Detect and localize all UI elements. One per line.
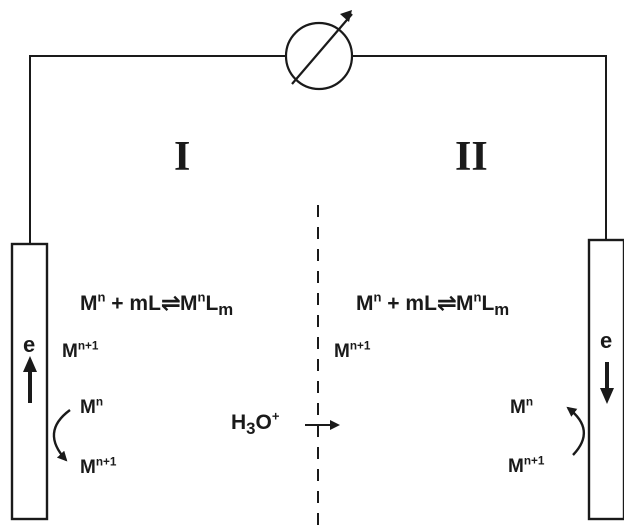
left-species-reduced: Mn	[80, 395, 104, 418]
right-redox-curved-arrow	[566, 406, 585, 456]
left-electron-up-arrow	[23, 356, 37, 403]
left-species-oxidized-top: Mn+1	[62, 339, 99, 362]
right-electron-label: e	[600, 328, 613, 353]
left-electrode	[10, 242, 49, 521]
compartment-label-left: I	[174, 134, 191, 180]
right-electron-down-arrow	[600, 362, 614, 404]
left-species-oxidized-bottom: Mn+1	[80, 455, 117, 478]
left-complexation-equilibrium: Mn + mL⇌MnLm	[80, 289, 234, 320]
circuit-wire	[29, 55, 607, 244]
right-species-oxidized-top: Mn+1	[334, 339, 371, 362]
compartment-label-right: II	[455, 134, 488, 180]
right-species-oxidized-bottom: Mn+1	[508, 454, 545, 477]
hydronium-ion-label: H3O+	[231, 408, 280, 439]
right-complexation-equilibrium: Mn + mL⇌MnLm	[356, 289, 510, 320]
right-electrode	[587, 238, 624, 521]
left-electron-label: e	[23, 332, 36, 357]
left-redox-curved-arrow	[52, 409, 71, 462]
ammeter-symbol	[284, 10, 354, 91]
right-species-reduced: Mn	[510, 395, 534, 418]
